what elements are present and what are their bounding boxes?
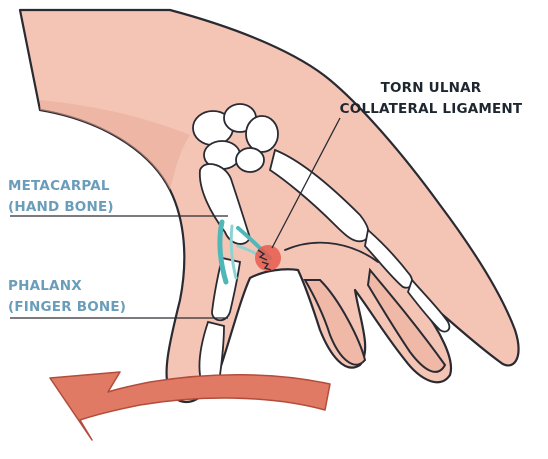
metacarpal-label: METACARPAL (HAND BONE) — [8, 176, 114, 218]
metacarpal-label-line2: (HAND BONE) — [8, 197, 114, 218]
injury-glow — [255, 245, 281, 271]
torn-ligament-label-line2: COLLATERAL LIGAMENT — [318, 99, 544, 120]
torn-ligament-label-line1: TORN ULNAR — [318, 78, 544, 99]
rotation-arrow — [50, 372, 330, 440]
phalanx-label: PHALANX (FINGER BONE) — [8, 276, 126, 318]
metacarpal-label-line1: METACARPAL — [8, 176, 114, 197]
phalanx-label-line2: (FINGER BONE) — [8, 297, 126, 318]
phalanx-label-line1: PHALANX — [8, 276, 126, 297]
torn-ligament-label: TORN ULNAR COLLATERAL LIGAMENT — [318, 78, 544, 120]
